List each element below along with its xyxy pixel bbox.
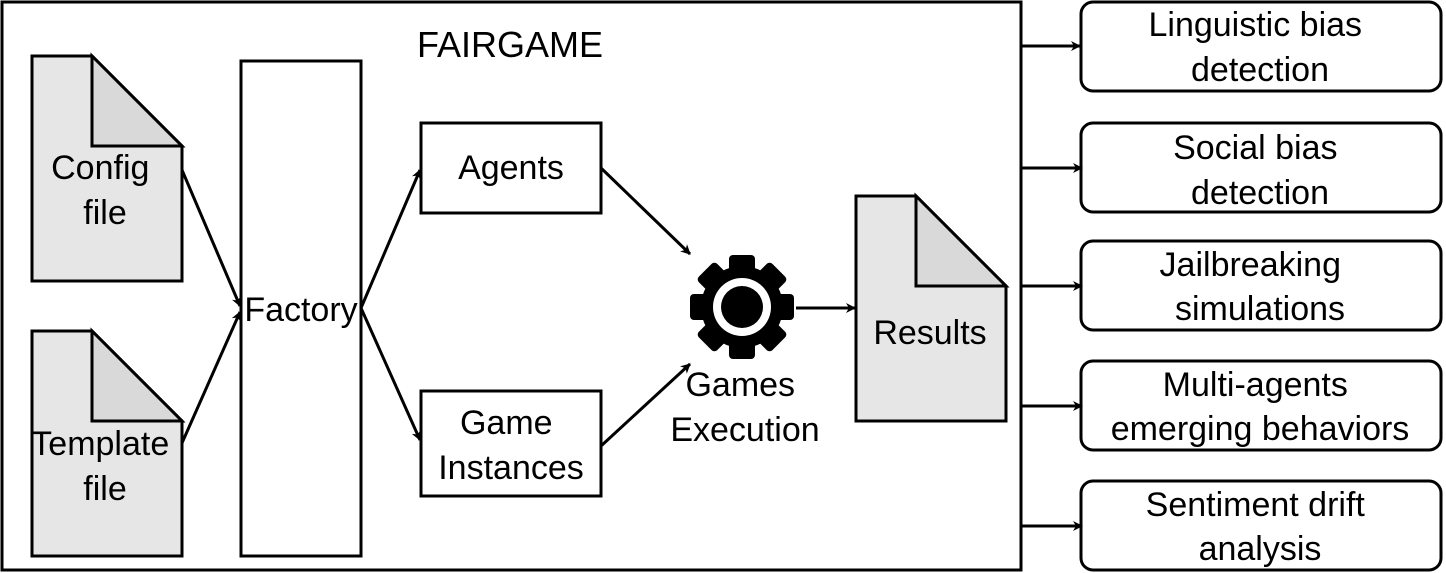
output-jailbreaking: Jailbreaking simulations: [1079, 239, 1443, 332]
template-file-label-line1: Template: [31, 425, 169, 463]
svg-text:Sentiment drift analysis: Sentiment drift analysis: [1146, 486, 1375, 568]
results-document: Results: [854, 192, 1010, 423]
output-label-line1: Linguistic bias: [1148, 6, 1362, 44]
diagram-title: FAIRGAME: [417, 24, 603, 65]
svg-text:Config file: Config file: [51, 149, 159, 232]
output-label-line1: Social bias: [1173, 129, 1337, 167]
output-label-line1: Multi-agents: [1163, 366, 1348, 404]
output-label-line2: analysis: [1199, 530, 1322, 568]
svg-text:Games Execution: Games Execution: [670, 366, 819, 449]
arrow-config-to-factory: [180, 169, 242, 307]
svg-text:Template file: Template file: [31, 425, 178, 508]
output-label-line1: Jailbreaking: [1160, 246, 1341, 284]
output-label-line2: simulations: [1175, 290, 1345, 328]
agents-label: Agents: [458, 149, 564, 187]
gear-icon: [690, 255, 794, 359]
config-file-document: Config file: [30, 52, 186, 283]
config-file-label-line1: Config: [51, 149, 149, 187]
svg-text:Jailbreaking simulations: Jailbreaking simulations: [1160, 246, 1351, 328]
output-social-bias: Social bias detection: [1079, 121, 1443, 214]
game-instances-box: [419, 389, 603, 498]
output-label-line2: detection: [1191, 51, 1329, 89]
factory-label: Factory: [244, 291, 357, 329]
arrow-template-to-factory: [180, 311, 242, 444]
template-file-label-line2: file: [83, 470, 126, 508]
svg-text:Linguistic bias detectio: Linguistic bias detection: [1148, 6, 1371, 89]
results-label: Results: [873, 314, 986, 352]
agents-box: [419, 121, 603, 215]
arrow-agents-to-execution: [599, 166, 692, 256]
output-label-line2: emerging behaviors: [1111, 410, 1410, 448]
game-instances-label-line2: Instances: [438, 449, 584, 487]
output-multi-agents: Multi-agents emerging behaviors: [1079, 359, 1443, 452]
arrow-factory-to-agents: [359, 169, 422, 309]
svg-text:Multi-agents emerging be: Multi-agents emerging behaviors: [1111, 366, 1410, 448]
execution-label-line2: Execution: [670, 411, 819, 449]
config-file-label-line2: file: [83, 194, 126, 232]
arrow-instances-to-execution: [599, 362, 692, 448]
svg-text:Game Instances: Game Instances: [438, 404, 584, 487]
game-instances-label-line1: Game: [460, 404, 553, 442]
arrow-factory-to-instances: [359, 307, 422, 441]
svg-text:Social bias detection: Social bias detection: [1173, 129, 1347, 212]
template-file-document: Template file: [30, 327, 186, 558]
output-sentiment-drift: Sentiment drift analysis: [1079, 479, 1443, 572]
output-linguistic-bias: Linguistic bias detection: [1079, 0, 1443, 93]
factory-box: [239, 59, 363, 558]
output-label-line2: detection: [1191, 174, 1329, 212]
output-label-line1: Sentiment drift: [1146, 486, 1366, 524]
execution-label-line1: Games: [685, 366, 795, 404]
